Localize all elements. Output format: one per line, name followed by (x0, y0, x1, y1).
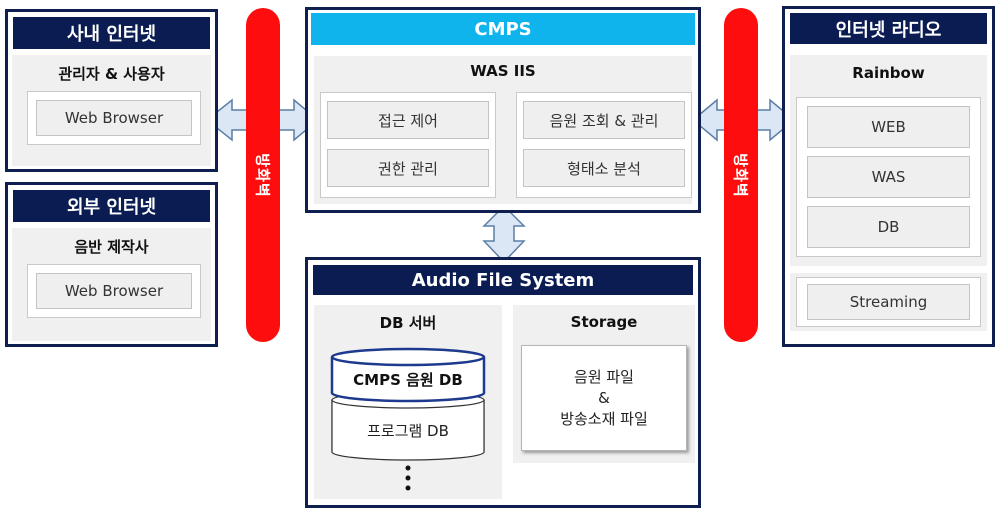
internal-client-frame: Web Browser (27, 91, 201, 145)
db-server-area: DB 서버 CMPS 음원 DB 프로그램 DB (314, 305, 502, 499)
internal-user-area: 관리자 & 사용자 Web Browser (12, 55, 211, 166)
db-server-label: DB 서버 (379, 313, 437, 332)
internet-radio-panel: 인터넷 라디오 Rainbow WEB WAS DB Streaming (782, 6, 995, 347)
streaming-area: Streaming (790, 273, 987, 331)
storage-broadcast-files: 방송소재 파일 (560, 409, 648, 428)
rainbow-label: Rainbow (852, 64, 925, 82)
audio-file-system-panel: Audio File System DB 서버 CMPS 음원 DB 프로그램 … (305, 257, 701, 508)
storage-music-files: 음원 파일 (574, 367, 634, 386)
was-area: WAS IIS 접근 제어 권한 관리 음원 조회 & 관리 형태소 분석 (314, 56, 692, 204)
cmps-right-group: 음원 조회 & 관리 형태소 분석 (516, 92, 692, 198)
cmps-left-group: 접근 제어 권한 관리 (320, 92, 496, 198)
external-client-frame: Web Browser (27, 264, 201, 318)
rainbow-was-box: WAS (807, 156, 970, 198)
external-user-label: 음반 제작사 (74, 237, 149, 256)
access-control-box: 접근 제어 (327, 101, 489, 139)
music-search-management-box: 음원 조회 & 관리 (523, 101, 685, 139)
internal-network-panel: 사내 인터넷 관리자 & 사용자 Web Browser (5, 9, 218, 172)
cmps-panel: CMPS WAS IIS 접근 제어 권한 관리 음원 조회 & 관리 형태소 … (305, 7, 701, 213)
firewall-left: 방화벽 (246, 8, 280, 342)
program-db: 프로그램 DB (367, 421, 449, 440)
streaming-frame: Streaming (796, 277, 981, 327)
was-label: WAS IIS (470, 62, 536, 80)
cmps-title: CMPS (311, 13, 695, 45)
storage-files-box: 음원 파일 & 방송소재 파일 (521, 345, 687, 451)
firewall-right-label: 방화벽 (731, 152, 750, 198)
audio-file-system-title: Audio File System (313, 265, 693, 295)
morpheme-analysis-box: 형태소 분석 (523, 149, 685, 187)
rainbow-web-box: WEB (807, 106, 970, 148)
storage-ampersand: & (598, 388, 610, 407)
internal-user-label: 관리자 & 사용자 (58, 64, 165, 83)
rainbow-area: Rainbow WEB WAS DB (790, 55, 987, 266)
rainbow-stack-frame: WEB WAS DB (796, 97, 981, 257)
firewall-left-label: 방화벽 (253, 152, 272, 198)
external-network-title: 외부 인터넷 (13, 190, 210, 222)
storage-label: Storage (570, 313, 638, 331)
external-web-browser: Web Browser (36, 273, 192, 309)
streaming-box: Streaming (807, 284, 970, 320)
external-user-area: 음반 제작사 Web Browser (12, 228, 211, 341)
internal-network-title: 사내 인터넷 (13, 17, 210, 49)
arrow-cmps-afs (482, 204, 526, 264)
storage-area: Storage 음원 파일 & 방송소재 파일 (513, 305, 695, 463)
internal-web-browser: Web Browser (36, 100, 192, 136)
rainbow-db-box: DB (807, 206, 970, 248)
database-cylinders (330, 347, 486, 491)
internet-radio-title: 인터넷 라디오 (790, 13, 987, 44)
cmps-music-db: CMPS 음원 DB (353, 370, 463, 389)
permission-management-box: 권한 관리 (327, 149, 489, 187)
firewall-right: 방화벽 (724, 8, 758, 342)
external-network-panel: 외부 인터넷 음반 제작사 Web Browser (5, 182, 218, 347)
